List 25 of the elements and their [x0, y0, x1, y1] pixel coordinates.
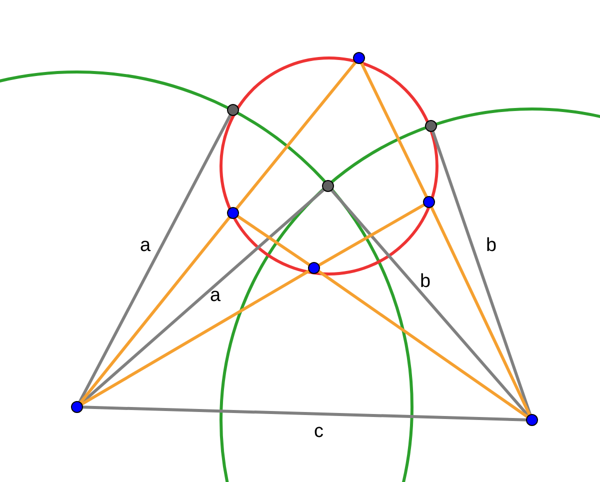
line-segment: [82, 406, 527, 422]
line-segment: [235, 61, 357, 210]
edge-label: b: [486, 236, 497, 255]
line-segment: [360, 62, 428, 198]
line-segment: [80, 269, 310, 406]
line-segment: [330, 189, 530, 417]
line-segment: [78, 114, 232, 403]
edge-label: b: [420, 272, 431, 291]
point-marker: [423, 196, 435, 208]
point-marker: [227, 207, 239, 219]
line-segment: [318, 270, 528, 418]
line-segment: [79, 216, 231, 404]
line-segment: [318, 203, 425, 267]
point-marker: [227, 104, 239, 116]
point-marker: [308, 262, 320, 274]
edge-label: a: [140, 236, 151, 255]
point-marker: [425, 120, 437, 132]
point-marker: [353, 52, 365, 64]
line-segment: [430, 206, 531, 416]
point-marker: [526, 414, 538, 426]
edge-label: c: [314, 422, 324, 441]
point-marker: [71, 401, 83, 413]
edge-label: a: [210, 286, 221, 305]
line-segment: [431, 130, 532, 416]
line-segment: [236, 214, 310, 266]
